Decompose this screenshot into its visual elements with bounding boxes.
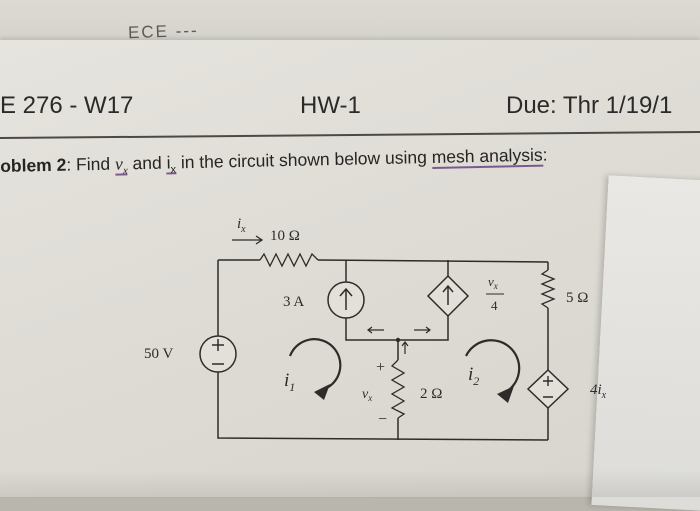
- label-4ix: 4ix: [590, 382, 607, 401]
- node-current-arrows: [367, 326, 431, 354]
- label-ix: ix: [237, 216, 246, 235]
- bottom-shadow: [0, 470, 700, 497]
- due-date: Due: Thr 1/19/1: [506, 92, 673, 119]
- label-vx-over-4-den: 4: [491, 298, 498, 313]
- resistor-2-ohm: [390, 359, 406, 419]
- label-vx-plus: +: [376, 359, 385, 376]
- circuit-diagram: ix 10 Ω 3 A vx 4 5 Ω 50 V i1 + vx − 2 Ω …: [144, 216, 607, 441]
- current-source-3a: [327, 281, 365, 319]
- resistor-5-ohm: [540, 269, 556, 309]
- label-3a: 3 A: [283, 294, 304, 310]
- label-50v: 50 V: [144, 346, 173, 362]
- label-5-ohm: 5 Ω: [566, 290, 588, 306]
- middle-node: [395, 337, 401, 343]
- label-vx-minus: −: [378, 411, 387, 428]
- label-vx-over-4-num: vx: [488, 274, 498, 291]
- current-ix-arrow: [232, 235, 264, 245]
- wire-top-right: [317, 259, 549, 263]
- homework-sheet: [0, 40, 700, 497]
- course-title: E 276 - W17: [0, 92, 134, 119]
- wire-bottom: [217, 372, 549, 441]
- mesh-i2-arrow: [465, 339, 521, 403]
- voltage-source-50v: [199, 335, 237, 373]
- label-2-ohm: 2 Ω: [420, 386, 442, 402]
- label-i1: i1: [284, 370, 295, 394]
- assignment-title: HW-1: [300, 92, 361, 119]
- label-10-ohm: 10 Ω: [270, 228, 300, 244]
- label-vx: vx: [362, 387, 372, 403]
- dependent-current-source: [426, 274, 470, 318]
- dependent-voltage-source: [526, 368, 570, 410]
- wire-middle-node: [345, 316, 449, 341]
- mesh-i1-arrow: [288, 338, 342, 400]
- resistor-10-ohm: [259, 252, 319, 268]
- label-i2: i2: [468, 364, 479, 388]
